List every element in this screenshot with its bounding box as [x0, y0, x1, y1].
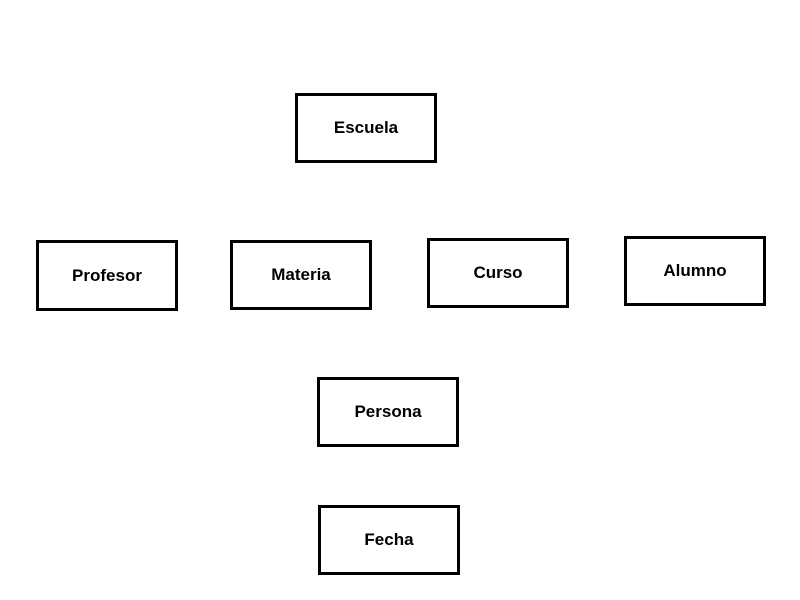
- node-alumno-label: Alumno: [663, 261, 727, 280]
- node-escuela[interactable]: Escuela: [295, 93, 437, 163]
- node-materia[interactable]: Materia: [230, 240, 372, 310]
- node-materia-label: Materia: [271, 265, 331, 284]
- node-curso[interactable]: Curso: [427, 238, 569, 308]
- node-curso-label: Curso: [473, 263, 523, 282]
- node-fecha[interactable]: Fecha: [318, 505, 460, 575]
- node-profesor-label: Profesor: [72, 265, 142, 285]
- node-persona-label: Persona: [354, 402, 422, 421]
- node-profesor[interactable]: Profesor: [36, 240, 178, 311]
- node-fecha-label: Fecha: [364, 530, 414, 549]
- node-alumno[interactable]: Alumno: [624, 236, 766, 306]
- node-persona[interactable]: Persona: [317, 377, 459, 447]
- node-escuela-label: Escuela: [333, 118, 399, 137]
